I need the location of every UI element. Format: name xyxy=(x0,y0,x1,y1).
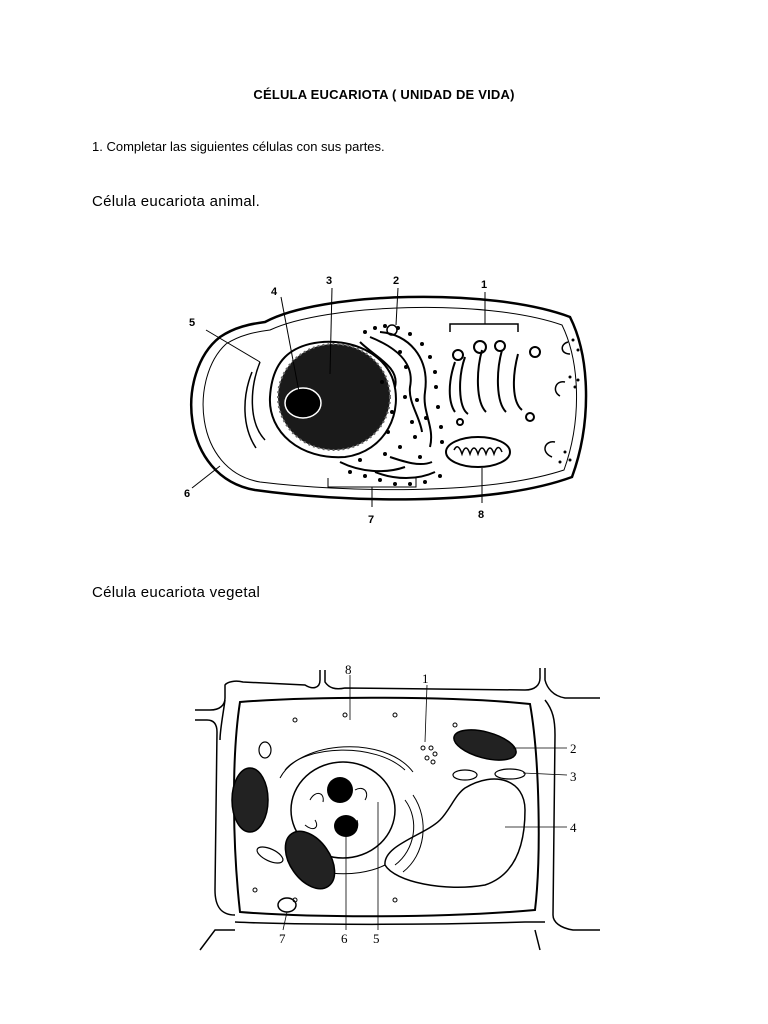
instruction-text: 1. Completar las siguientes células con … xyxy=(92,139,385,154)
vegetal-nucleolus-1 xyxy=(327,777,353,803)
animal-label-6: 6 xyxy=(184,488,190,500)
vegetal-cell-wall xyxy=(195,668,600,951)
animal-label-2: 2 xyxy=(393,275,399,287)
vegetal-label-8: 8 xyxy=(345,662,352,677)
vegetal-mitochondria xyxy=(256,741,526,864)
vegetal-label-1: 1 xyxy=(422,671,429,686)
animal-label-5: 5 xyxy=(189,317,195,329)
animal-nucleolus xyxy=(284,387,322,419)
animal-label-3: 3 xyxy=(326,275,332,287)
animal-nuclear-envelope xyxy=(268,340,397,459)
vegetal-nucleus xyxy=(290,761,396,859)
animal-cell-diagram: 1 2 3 4 5 6 7 8 xyxy=(160,262,610,544)
vegetal-vacuole xyxy=(384,778,526,888)
vegetal-label-3: 3 xyxy=(570,769,577,784)
vegetal-nucleolus-2 xyxy=(334,815,358,837)
vegetal-cell-diagram: 1 2 3 4 5 6 7 8 xyxy=(195,660,600,960)
vegetal-label-6: 6 xyxy=(341,931,348,946)
vegetal-label-2: 2 xyxy=(570,741,577,756)
vegetal-plasmodesma xyxy=(277,897,297,913)
vegetal-label-7: 7 xyxy=(279,931,286,946)
animal-label-4: 4 xyxy=(271,286,278,298)
animal-chromatin xyxy=(278,344,390,450)
vegetal-label-4: 4 xyxy=(570,820,577,835)
animal-ribosomes xyxy=(348,324,444,486)
vegetal-cell-membrane xyxy=(232,696,540,918)
vegetal-chloroplasts xyxy=(231,729,517,890)
animal-mitochondrion xyxy=(445,436,511,468)
animal-label-8: 8 xyxy=(478,509,484,521)
animal-cell-heading: Célula eucariota animal. xyxy=(92,193,261,210)
document-title: CÉLULA EUCARIOTA ( UNIDAD DE VIDA) xyxy=(253,87,515,102)
animal-rough-er xyxy=(339,331,436,479)
vegetal-label-5: 5 xyxy=(373,931,380,946)
vegetal-cell-heading: Célula eucariota vegetal xyxy=(92,584,261,601)
animal-label-7: 7 xyxy=(368,514,374,526)
animal-label-1: 1 xyxy=(481,279,487,291)
animal-golgi xyxy=(448,340,541,426)
